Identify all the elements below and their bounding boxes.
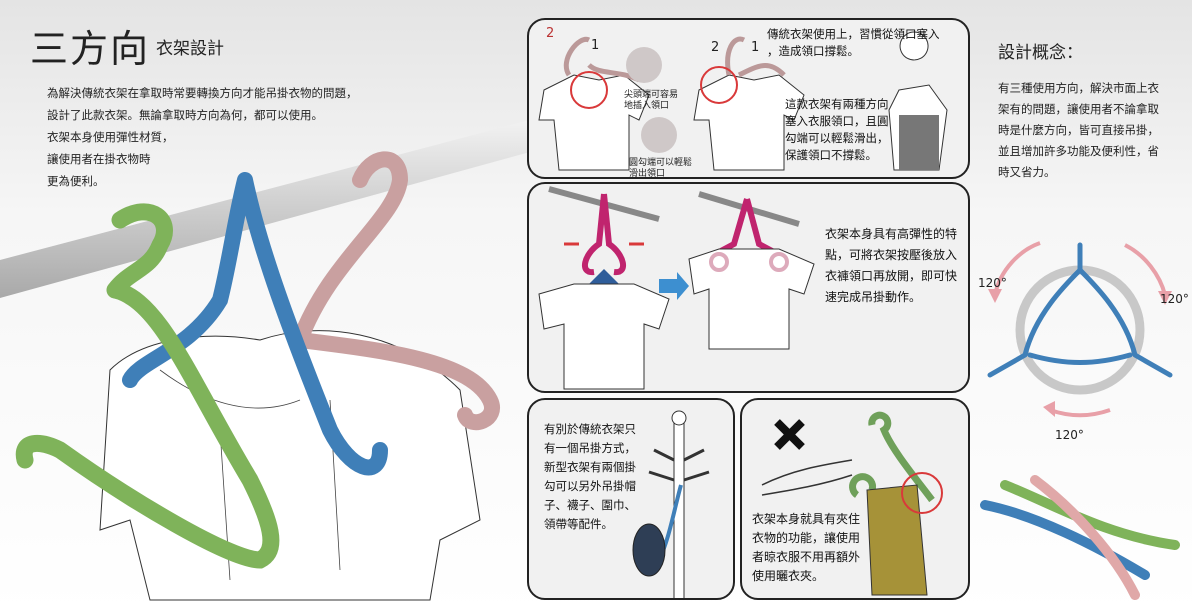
text-line: 衣架本身具有高彈性的特	[825, 227, 958, 241]
callout-tip: 尖頭端可容易 地插入領口	[624, 90, 678, 112]
text-line: 架有的問題，讓使用者不論拿取	[998, 102, 1159, 116]
text-line: 速完成吊掛動作。	[825, 290, 922, 304]
concept-heading: 設計概念：	[998, 43, 1083, 63]
tshirt-illustrations	[538, 31, 948, 171]
page-subtitle: 衣架設計	[156, 39, 224, 59]
intro-line: 為解決傳統衣架在拿取時常要轉換方向才能吊掛衣物的問題，	[47, 86, 358, 100]
intro-line: 衣架本身使用彈性材質，	[47, 130, 174, 144]
text-line: 時又省力。	[998, 165, 1056, 179]
callout-line: 滑出領口	[629, 169, 666, 179]
panel-elastic: 衣架本身具有高彈性的特 點，可將衣架按壓後放入 衣褲領口再放開，即可快 速完成吊…	[527, 182, 970, 393]
intro-line: 設計了此款衣架。無論拿取時方向為何，都可以使用。	[47, 108, 323, 122]
text-line: 領帶等配件。	[544, 517, 613, 531]
text-line: 並且增加許多功能及便利性，省	[998, 144, 1159, 158]
elastic-illustration	[538, 186, 815, 390]
text-line: 衣褲領口再放開，即可快	[825, 269, 958, 283]
text-line: 者晾衣服不用再額外	[752, 550, 861, 564]
traditional-text: 傳統衣架使用上，習慣從領口塞入 ，造成領口撐鬆。	[767, 26, 940, 60]
text-line: 點，可將衣架按壓後放入	[825, 248, 958, 262]
callout-round: 圓勾端可以輕鬆 滑出領口	[629, 158, 693, 179]
text-line: 子、襪子、圍巾、	[544, 498, 636, 512]
callout-line: 尖頭端可容易	[624, 90, 679, 100]
text-line: 勾可以另外吊掛帽	[544, 479, 636, 493]
text-line: 有一個吊掛方式，	[544, 441, 636, 455]
green-hanger	[15, 203, 280, 569]
angle-label: 120°	[1160, 292, 1189, 306]
intro-text: 為解決傳統衣架在拿取時常要轉換方向才能吊掛衣物的問題， 設計了此款衣架。無論拿取…	[47, 82, 358, 192]
text-line: 有三種使用方向，解決市面上衣	[998, 81, 1159, 95]
new-hanger-text: 這款衣架有兩種方向 塞入衣服領口，且圓 勾端可以輕鬆滑出， 保護領口不撐鬆。	[785, 96, 889, 164]
panel-accessories: 有別於傳統衣架只 有一個吊掛方式， 新型衣架有兩個掛 勾可以另外吊掛帽 子、襪子…	[527, 398, 735, 600]
elastic-text: 衣架本身具有高彈性的特 點，可將衣架按壓後放入 衣褲領口再放開，即可快 速完成吊…	[825, 224, 957, 308]
concept-text: 有三種使用方向，解決市面上衣 架有的問題，讓使用者不論拿取 時是什麼方向，皆可直…	[998, 78, 1178, 183]
text-line: 這款衣架有兩種方向	[785, 97, 889, 111]
panel-traditional-vs-new: 2 1 2 1 尖頭端可容易 地插入領口 圓勾端可以輕鬆 滑出領口 傳統衣架使用…	[527, 18, 970, 179]
stacked-hangers-render	[980, 475, 1180, 600]
text-line: 保護領口不撐鬆。	[785, 148, 877, 162]
clip-text: 衣架本身就具有夾住 衣物的功能，讓使用 者晾衣服不用再額外 使用曬衣夾。	[752, 510, 860, 586]
text-line: 衣物的功能，讓使用	[752, 531, 861, 545]
panel-clip-function: 衣架本身就具有夾住 衣物的功能，讓使用 者晾衣服不用再額外 使用曬衣夾。	[740, 398, 970, 600]
angle-label: 120°	[1055, 428, 1084, 442]
text-line: 時是什麼方向，皆可直接吊掛，	[998, 123, 1159, 137]
shirt-sketch	[99, 330, 481, 601]
clip-illustration	[761, 411, 943, 596]
hero-hanger-illustration	[0, 120, 530, 601]
intro-line: 讓使用者在掛衣物時	[47, 152, 151, 166]
text-line: 衣架本身就具有夾住	[752, 512, 861, 526]
step-label: 1	[591, 38, 600, 53]
text-line: 塞入衣服領口，且圓	[785, 114, 889, 128]
step-label: 1	[751, 40, 760, 55]
page-title: 三方向	[30, 27, 151, 71]
callout-line: 地插入領口	[624, 101, 670, 111]
text-line: 使用曬衣夾。	[752, 569, 825, 583]
intro-line: 更為便利。	[47, 174, 105, 188]
accessories-text: 有別於傳統衣架只 有一個吊掛方式， 新型衣架有兩個掛 勾可以另外吊掛帽 子、襪子…	[544, 420, 636, 534]
text-line: ，造成領口撐鬆。	[767, 44, 859, 58]
text-line: 有別於傳統衣架只	[544, 422, 636, 436]
step-label: 2	[546, 26, 555, 41]
callout-line: 圓勾端可以輕鬆	[629, 158, 693, 168]
coat-rack-illustration	[632, 410, 710, 598]
text-line: 傳統衣架使用上，習慣從領口塞入	[767, 27, 940, 41]
angle-label: 120°	[978, 276, 1007, 290]
x-mark-icon	[774, 419, 805, 450]
three-direction-diagram	[987, 241, 1173, 418]
step-label: 2	[711, 40, 720, 55]
blue-hanger	[122, 172, 388, 476]
text-line: 新型衣架有兩個掛	[544, 460, 636, 474]
text-line: 勾端可以輕鬆滑出，	[785, 131, 889, 145]
